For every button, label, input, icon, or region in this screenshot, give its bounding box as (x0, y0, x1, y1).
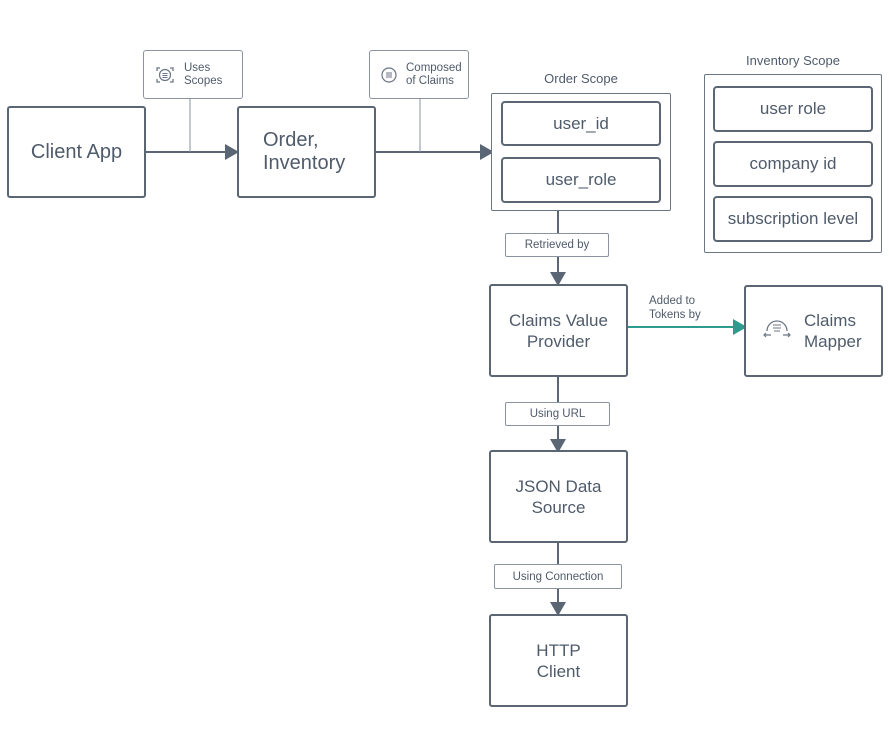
claims-value-provider-line1: Claims Value (509, 310, 608, 330)
claims-value-provider-line2: Provider (526, 331, 591, 351)
edge-label-added-to-tokens-by: Added to Tokens by (649, 294, 701, 322)
note-composed-line2: of Claims (406, 74, 454, 87)
tokens-by-line2: Tokens by (649, 309, 701, 321)
note-composed-line1: Composed (406, 61, 462, 74)
scope-icon (152, 63, 178, 87)
added-to-line1: Added to (649, 295, 696, 307)
order-inventory-line1: Order, (263, 129, 319, 151)
mapper-icon (762, 316, 792, 346)
http-client-line2: Client (536, 661, 581, 681)
http-client-node[interactable]: HTTP Client (489, 614, 628, 707)
client-app-node[interactable]: Client App (7, 106, 146, 198)
http-client-line1: HTTP (536, 640, 581, 660)
inventory-scope-claim-subscription-level[interactable]: subscription level (713, 196, 873, 242)
order-scope-container (491, 93, 671, 211)
json-data-source-line1: JSON Data (515, 476, 602, 496)
inventory-scope-title: Inventory Scope (746, 53, 840, 68)
note-uses-scopes-line2: Scopes (184, 74, 223, 87)
edge-label-retrieved-by: Retrieved by (505, 233, 609, 257)
json-data-source-node[interactable]: JSON Data Source (489, 450, 628, 543)
inventory-scope-container (704, 74, 882, 253)
order-scope-claim-user-id[interactable]: user_id (501, 101, 661, 146)
edge-label-using-url: Using URL (505, 402, 610, 426)
claims-value-provider-node[interactable]: Claims Value Provider (489, 284, 628, 377)
inventory-scope-claim-user-role[interactable]: user role (713, 86, 873, 132)
client-app-label: Client App (30, 140, 123, 163)
note-composed-of-claims: Composed of Claims (369, 50, 469, 99)
order-inventory-node[interactable]: Order, Inventory (237, 106, 376, 198)
claims-mapper-line1: Claims (804, 311, 856, 330)
note-uses-scopes: Uses Scopes (143, 50, 243, 99)
claims-list-icon (376, 64, 402, 86)
order-scope-title: Order Scope (544, 71, 618, 86)
note-uses-scopes-line1: Uses (184, 61, 211, 74)
json-data-source-line2: Source (531, 497, 586, 517)
order-inventory-line2: Inventory (263, 152, 346, 174)
edge-label-using-connection: Using Connection (494, 564, 622, 589)
inventory-scope-claim-company-id[interactable]: company id (713, 141, 873, 187)
order-scope-claim-user-role[interactable]: user_role (501, 157, 661, 203)
claims-mapper-node[interactable]: Claims Mapper (744, 285, 883, 377)
claims-mapper-line2: Mapper (804, 332, 862, 351)
